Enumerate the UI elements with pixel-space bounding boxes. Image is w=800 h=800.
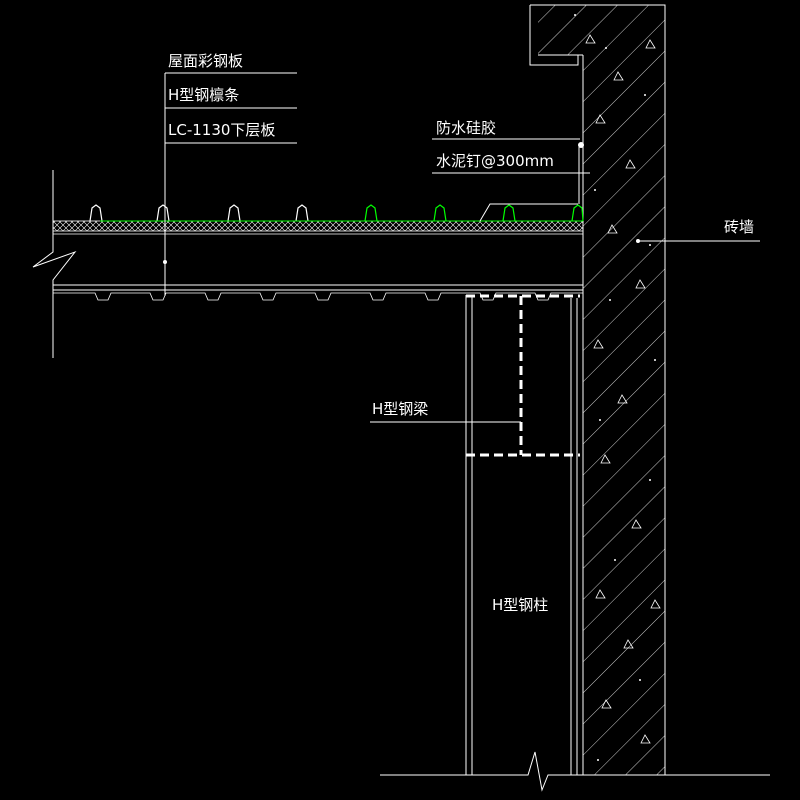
roof-panel-assembly [32, 142, 584, 358]
label-lower-panel: LC-1130下层板 [168, 121, 275, 139]
label-brick-wall: 砖墙 [724, 218, 754, 236]
h-steel-column [465, 295, 578, 775]
ground-line [380, 751, 770, 792]
wall-aggregate-marks [585, 34, 661, 744]
label-purlin: H型钢檩条 [168, 86, 239, 104]
h-steel-beam [466, 294, 580, 457]
break-line-left [32, 170, 77, 358]
wall-dots [574, 14, 656, 761]
label-roof-panel: 屋面彩钢板 [168, 52, 243, 70]
panel-seams [89, 204, 584, 222]
label-beam: H型钢梁 [372, 400, 428, 418]
brick-wall [529, 4, 666, 775]
label-sealant: 防水硅胶 [436, 119, 496, 137]
label-column: H型钢柱 [492, 596, 548, 614]
label-nail: 水泥钉@300mm [436, 152, 554, 170]
leader-lines [163, 72, 760, 423]
